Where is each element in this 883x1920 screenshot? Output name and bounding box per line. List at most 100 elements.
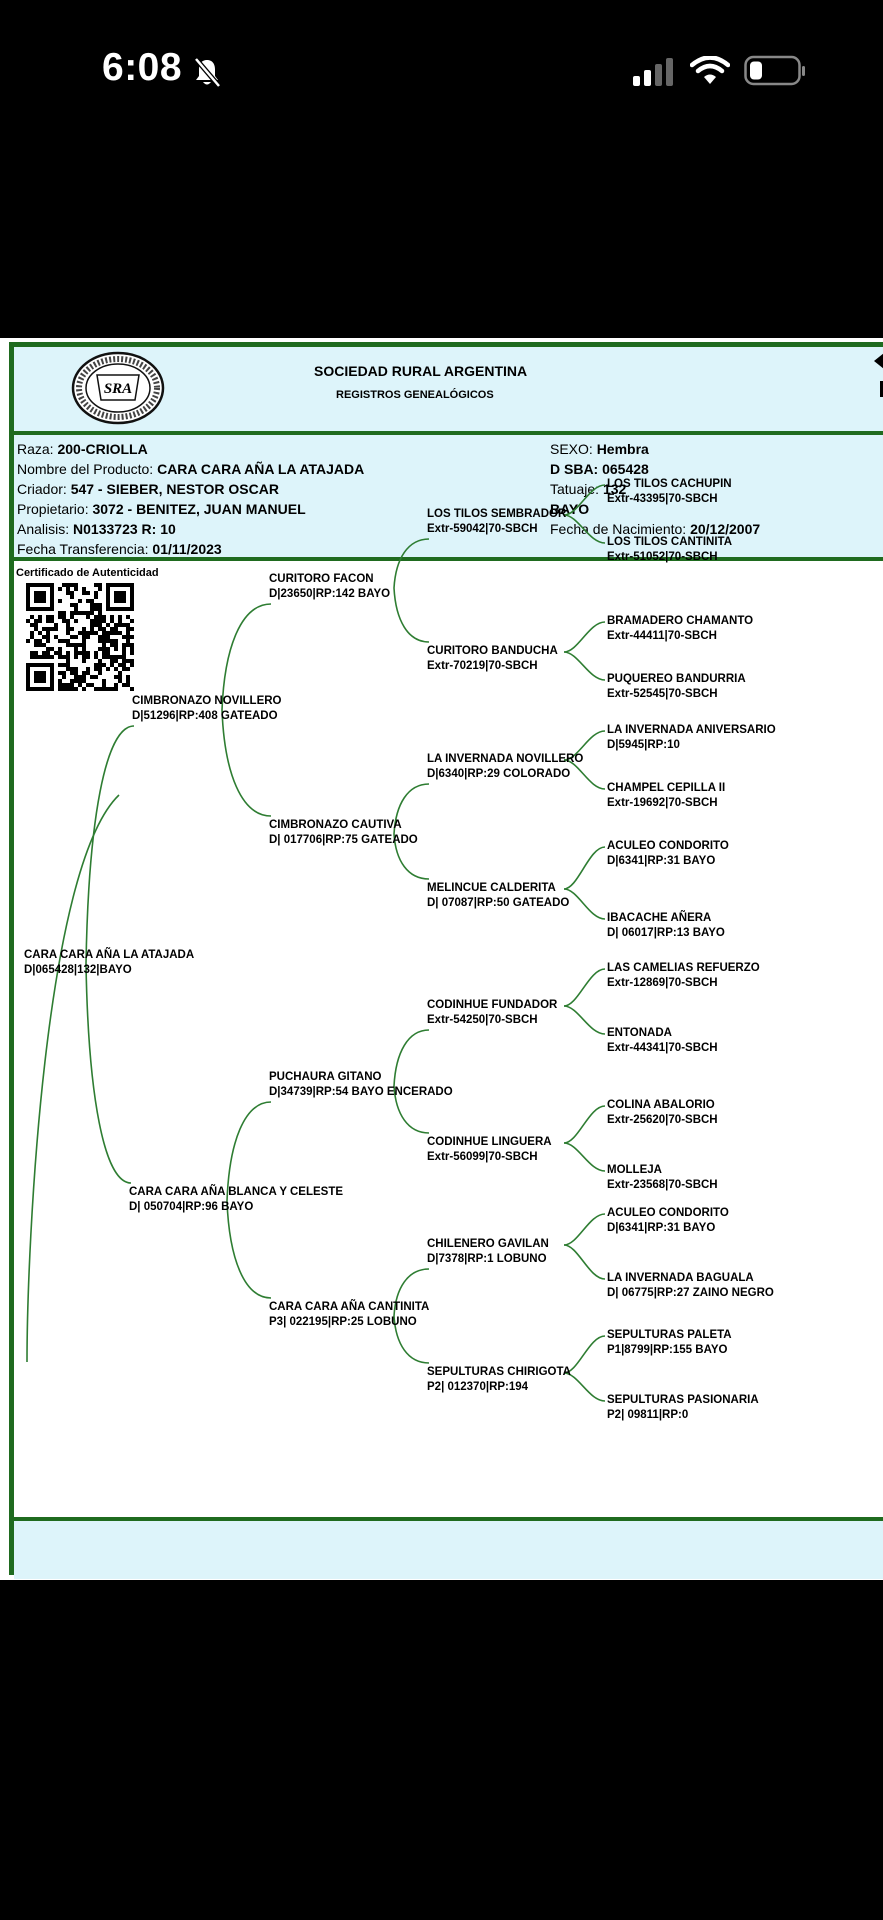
registry-subtitle: REGISTROS GENEALÓGICOS xyxy=(336,389,494,401)
wifi-icon xyxy=(690,56,730,84)
gg-grandparent-node: SEPULTURAS PALETA P1|8799|RP:155 BAYO xyxy=(607,1328,732,1358)
gen4-connector xyxy=(563,1335,606,1374)
gen4-connector xyxy=(563,1005,606,1035)
back-arrow-icon[interactable] xyxy=(870,351,883,401)
fecha-transferencia-row: Fecha Transferencia: 01/11/2023 xyxy=(17,541,222,557)
gg-grandparent-node-name: PUQUEREO BANDURRIA xyxy=(607,673,746,685)
great-grandparent-node-reg: Extr-56099|70-SBCH xyxy=(427,1151,538,1163)
gen4-connector xyxy=(563,1105,606,1144)
gen4-connector xyxy=(563,888,606,920)
document-header: SRA SOCIEDAD RURAL ARGENTINA REGISTROS G… xyxy=(14,347,883,435)
gg-grandparent-node-reg: P1|8799|RP:155 BAYO xyxy=(607,1344,728,1356)
gg-grandparent-node-reg: Extr-43395|70-SBCH xyxy=(607,493,718,505)
gen3-connector xyxy=(393,587,430,643)
gg-grandparent-node-reg: Extr-44341|70-SBCH xyxy=(607,1042,718,1054)
sba-row: D SBA: 065428 xyxy=(550,461,649,477)
sire-node-name: CIMBRONAZO NOVILLERO xyxy=(132,695,282,707)
gen4-connector xyxy=(563,759,606,790)
gg-grandparent-node-reg: D|6341|RP:31 BAYO xyxy=(607,855,716,867)
sra-logo: SRA xyxy=(71,351,165,425)
gen4-connector xyxy=(563,968,606,1007)
great-grandparent-node-reg: D|6340|RP:29 COLORADO xyxy=(427,768,571,780)
gg-grandparent-node: PUQUEREO BANDURRIA Extr-52545|70-SBCH xyxy=(607,672,746,702)
pedigree-tree-lines xyxy=(26,484,606,1402)
great-grandparent-node-reg: Extr-70219|70-SBCH xyxy=(427,660,538,672)
gg-grandparent-node-name: CHAMPEL CEPILLA II xyxy=(607,782,726,794)
gg-grandparent-node-reg: D| 06017|RP:13 BAYO xyxy=(607,927,725,939)
gen3-connector xyxy=(393,1315,430,1364)
sire-connector xyxy=(221,709,272,817)
grandparent-node-name: CARA CARA AÑA CANTINITA xyxy=(269,1301,430,1313)
gg-grandparent-node-reg: P2| 09811|RP:0 xyxy=(607,1409,689,1421)
document-frame: SRA SOCIEDAD RURAL ARGENTINA REGISTROS G… xyxy=(9,342,883,1579)
gg-grandparent-node: CHAMPEL CEPILLA II Extr-19692|70-SBCH xyxy=(607,781,725,811)
nacimiento-row: Fecha de Nacimiento: 20/12/2007 xyxy=(550,521,761,537)
nombre-row: Nombre del Producto: CARA CARA AÑA LA AT… xyxy=(17,461,365,477)
gen3-connector xyxy=(393,833,430,880)
gen4-connector xyxy=(563,514,606,544)
great-grandparent-node: LA INVERNADA NOVILLERO D|6340|RP:29 COLOR… xyxy=(427,752,583,782)
qr-code[interactable] xyxy=(26,583,134,691)
grandparent-node-reg: D|34739|RP:54 BAYO ENCERADO xyxy=(269,1086,453,1098)
grandparent-node-reg: P3| 022195|RP:25 LOBUNO xyxy=(269,1316,417,1328)
raza-row: Raza: 200-CRIOLLA xyxy=(17,441,148,457)
gen4-connector xyxy=(563,621,606,653)
gg-grandparent-node-name: SEPULTURAS PASIONARIA xyxy=(607,1394,759,1406)
logo-text: SRA xyxy=(104,381,132,397)
gen4-connector xyxy=(563,651,606,681)
gg-grandparent-node-reg: D|5945|RP:10 xyxy=(607,739,680,751)
gg-grandparent-node-name: MOLLEJA xyxy=(607,1164,662,1176)
subject-sire-connector xyxy=(85,725,135,965)
gg-grandparent-node-name: COLINA ABALORIO xyxy=(607,1099,715,1111)
great-grandparent-node-reg: Extr-54250|70-SBCH xyxy=(427,1014,538,1026)
status-bar: 6:08 xyxy=(0,0,883,140)
gg-grandparent-node-name: SEPULTURAS PALETA xyxy=(607,1329,732,1341)
great-grandparent-node-reg: D|7378|RP:1 LOBUNO xyxy=(427,1253,547,1265)
criador-row: Criador: 547 - SIEBER, NESTOR OSCAR xyxy=(17,481,279,497)
subject-node-reg: D|065428|132|BAYO xyxy=(24,964,132,976)
sire-node-reg: D|51296|RP:408 GATEADO xyxy=(132,710,278,722)
document-footer xyxy=(14,1517,883,1579)
gg-grandparent-node: SEPULTURAS PASIONARIA P2| 09811|RP:0 xyxy=(607,1393,759,1423)
gg-grandparent-node: COLINA ABALORIO Extr-25620|70-SBCH xyxy=(607,1098,718,1128)
sexo-row: SEXO: Hembra xyxy=(550,441,649,457)
gg-grandparent-node-name: LAS CAMELIAS REFUERZO xyxy=(607,962,760,974)
great-grandparent-node: CODINHUE FUNDADOR Extr-54250|70-SBCH xyxy=(427,998,557,1028)
gen4-connector xyxy=(563,1372,606,1402)
gg-grandparent-node-name: ACULEO CONDORITO xyxy=(607,1207,729,1219)
grandparent-node: CARA CARA AÑA CANTINITA P3| 022195|RP:25 … xyxy=(269,1300,429,1330)
gg-grandparent-node-name: BRAMADERO CHAMANTO xyxy=(607,615,754,627)
great-grandparent-node-reg: Extr-59042|70-SBCH xyxy=(427,523,538,535)
bell-muted-icon xyxy=(194,57,221,88)
propietario-row: Propietario: 3072 - BENITEZ, JUAN MANUEL xyxy=(17,501,306,517)
gen4-connector xyxy=(563,730,606,761)
great-grandparent-node-name: LA INVERNADA NOVILLERO xyxy=(427,753,584,765)
gg-grandparent-node-reg: Extr-52545|70-SBCH xyxy=(607,688,718,700)
gg-grandparent-node-name: LA INVERNADA BAGUALA xyxy=(607,1272,754,1284)
gg-grandparent-node-reg: D| 06775|RP:27 ZAINO NEGRO xyxy=(607,1287,774,1299)
great-grandparent-node-reg: D| 07087|RP:50 GATEADO xyxy=(427,897,570,909)
great-grandparent-node-name: CODINHUE FUNDADOR xyxy=(427,999,558,1011)
gen3-connector xyxy=(393,1268,430,1317)
gg-grandparent-node-name: ENTONADA xyxy=(607,1027,672,1039)
gg-grandparent-node-reg: Extr-25620|70-SBCH xyxy=(607,1114,718,1126)
gg-grandparent-node-name: LA INVERNADA ANIVERSARIO xyxy=(607,724,776,736)
gg-grandparent-node: LA INVERNADA BAGUALA D| 06775|RP:27 ZAINO… xyxy=(607,1271,774,1301)
gg-grandparent-node-reg: Extr-19692|70-SBCH xyxy=(607,797,718,809)
gen3-connector xyxy=(393,1085,430,1134)
gg-grandparent-node: ENTONADA Extr-44341|70-SBCH xyxy=(607,1026,718,1056)
gen3-connector xyxy=(393,783,430,835)
great-grandparent-node-name: LOS TILOS SEMBRADOR xyxy=(427,508,567,520)
gen4-connector xyxy=(563,846,606,890)
